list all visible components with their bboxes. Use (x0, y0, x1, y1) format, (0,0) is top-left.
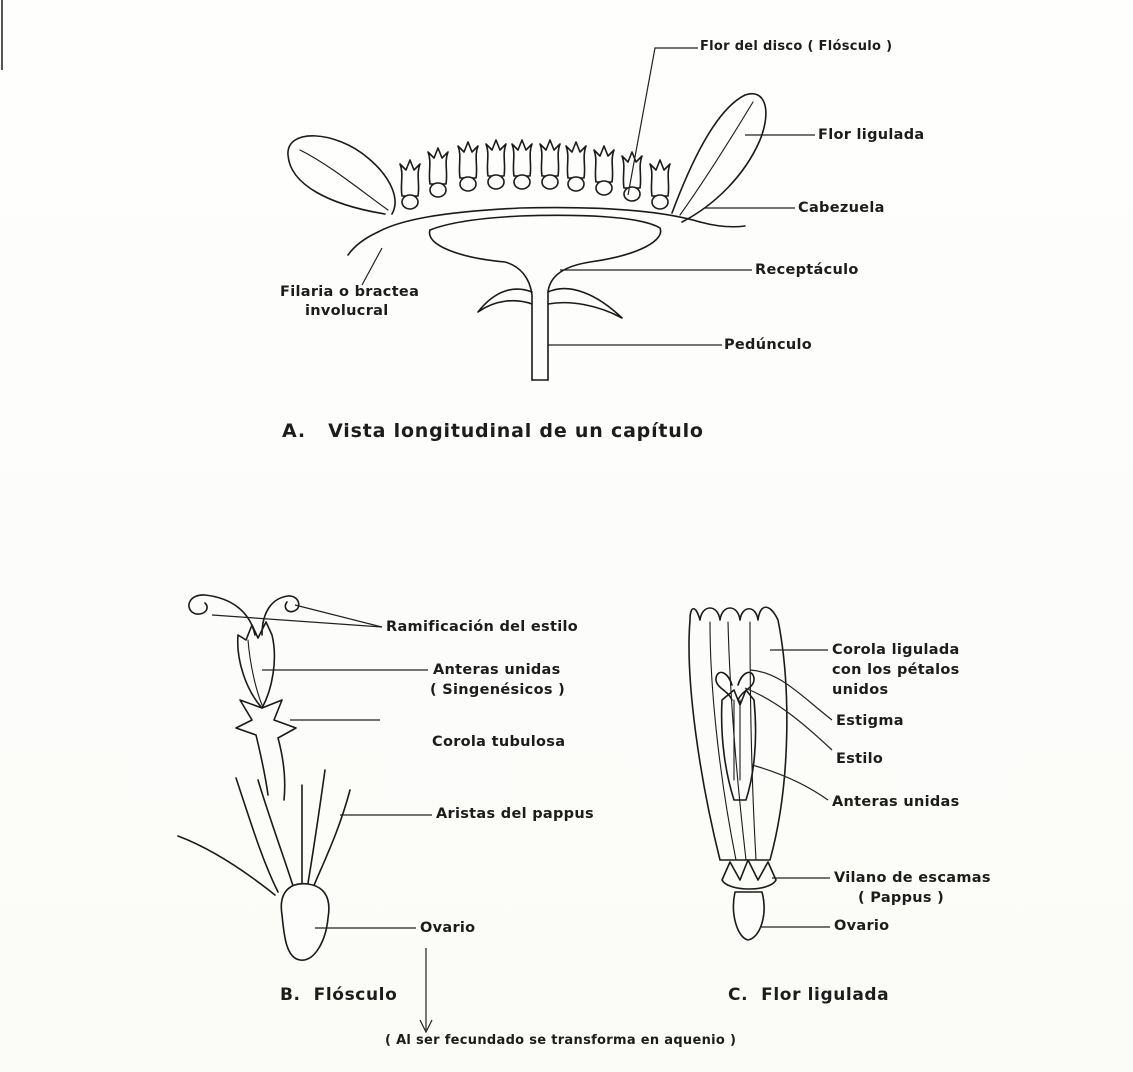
label-corola-tubulosa: Corola tubulosa (432, 734, 565, 750)
ligulate-vein-left (300, 150, 388, 210)
label-vilano-escamas: Vilano de escamas (834, 870, 991, 886)
label-pappus: ( Pappus ) (858, 890, 944, 906)
pappus-bristle (178, 836, 275, 895)
bract-right (700, 222, 745, 227)
caption-figure-b: B. Flósculo (280, 985, 397, 1005)
bract-left (348, 232, 378, 255)
figure-c-leaders (745, 650, 832, 927)
label-filaria-line2: involucral (305, 303, 389, 319)
capitulum-illustration (288, 94, 766, 380)
stigma-c (716, 672, 754, 700)
label-cabezuela: Cabezuela (798, 200, 885, 216)
label-ovario-b: Ovario (420, 920, 475, 936)
style-branch-right (262, 596, 299, 635)
label-anteras-unidas-b: Anteras unidas (433, 662, 561, 678)
leaf-right (548, 289, 622, 318)
ovary-c (733, 892, 764, 940)
united-anthers (238, 622, 275, 708)
pappus-bristle (258, 780, 295, 892)
label-disc-floret: Flor del disco ( Flósculo ) (700, 39, 892, 54)
label-corola-ligulada-line3: unidos (832, 682, 888, 698)
disc-florets (400, 140, 670, 209)
pappus-scales (722, 860, 776, 889)
label-filaria-line1: Filaria o bractea (280, 284, 419, 300)
label-corola-ligulada-line2: con los pétalos (832, 662, 960, 678)
label-estigma: Estigma (836, 713, 904, 729)
label-pedunculo: Pedúnculo (724, 337, 812, 353)
label-ligulate-flower-a: Flor ligulada (818, 127, 925, 143)
label-anteras-unidas-c: Anteras unidas (832, 794, 960, 810)
label-aristas-pappus: Aristas del pappus (436, 806, 594, 822)
pappus-bristle (306, 770, 325, 895)
petal-veins (710, 622, 756, 860)
label-receptaculo: Receptáculo (755, 262, 859, 278)
ovary-b (281, 884, 329, 960)
label-corola-ligulada-line1: Corola ligulada (832, 642, 960, 658)
receptacle-top (378, 208, 700, 232)
pappus-bristle (236, 778, 278, 892)
ligulate-corolla (689, 607, 787, 860)
floret-illustration (178, 595, 350, 960)
label-ramificacion-estilo: Ramificación del estilo (386, 619, 578, 635)
ligulate-flower-illustration (689, 607, 787, 940)
receptacle-outline (430, 215, 661, 380)
figure-b-leaders (212, 605, 432, 1032)
leaf-left (478, 289, 532, 312)
receptacle-outline-left (430, 230, 532, 380)
figure-a-leaders (362, 48, 815, 345)
ligulate-flower-left (288, 136, 395, 214)
label-ovario-c: Ovario (834, 918, 889, 934)
anther-line (248, 640, 262, 705)
label-singenesicos: ( Singenésicos ) (430, 682, 565, 698)
caption-figure-c: C. Flor ligulada (728, 985, 889, 1005)
style-branch-left (189, 595, 255, 635)
label-estilo: Estilo (836, 751, 883, 767)
footnote-aquenio: ( Al ser fecundado se transforma en aque… (385, 1033, 736, 1048)
caption-figure-a: A. Vista longitudinal de un capítulo (282, 420, 704, 442)
pappus-bristle (310, 790, 350, 895)
tubular-corolla (236, 700, 296, 800)
